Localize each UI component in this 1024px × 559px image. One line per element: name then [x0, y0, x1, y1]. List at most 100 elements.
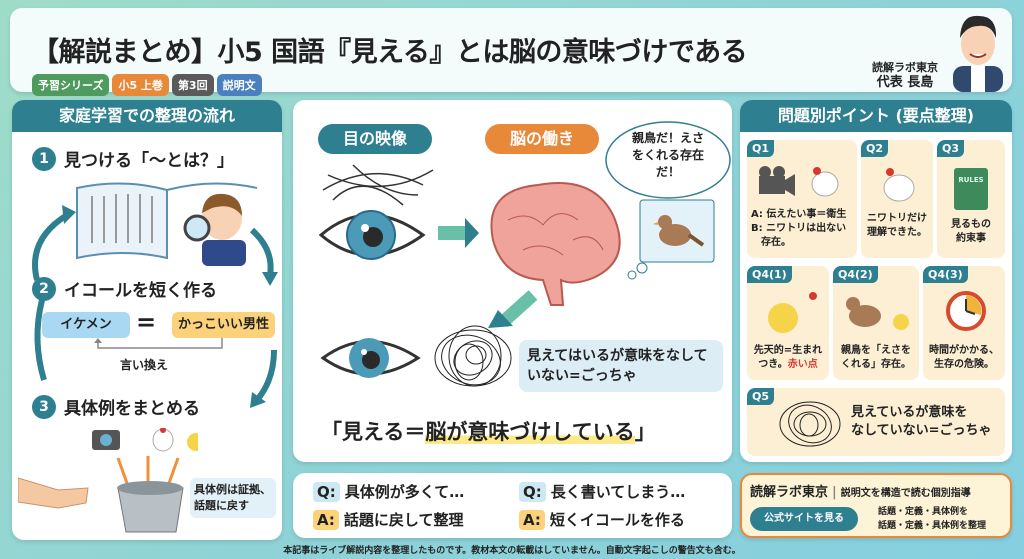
q-key: Q: — [313, 481, 340, 502]
eye-icon — [318, 210, 426, 260]
faq-answer-1: A:話題に戻して整理 — [313, 509, 463, 530]
a-text: 話題に戻して整理 — [343, 511, 464, 529]
tag-grade: 小5 上巻 — [112, 74, 169, 96]
bucket-examples-illustration — [18, 428, 198, 533]
scribble-lines — [322, 164, 434, 206]
tangled-scribble-icon — [779, 401, 841, 447]
card-q2: Q2 ニワトリだけ 理解できた。 — [861, 140, 933, 258]
rephrase-arrow — [94, 338, 223, 349]
org-name: 読解ラボ東京 — [872, 61, 938, 74]
step-1: 1 見つける「〜とは？」 — [32, 146, 234, 171]
promo-tagline: 説明文を構造で読む個別指導 — [840, 488, 971, 499]
promo-box: 読解ラボ東京|説明文を構造で読む個別指導 公式サイトを見る 話題・定義・具体例を… — [740, 473, 1012, 538]
card-text: 見るもの 約束事 — [951, 219, 991, 244]
q-key: Q: — [519, 481, 546, 502]
home-study-title: 家庭学習での整理の流れ — [12, 100, 282, 132]
a-key: A: — [519, 509, 545, 530]
presenter-info: 読解ラボ東京 代表 長島 — [872, 60, 938, 90]
step-number: 1 — [32, 146, 56, 171]
arrow-right-icon — [438, 218, 479, 248]
question-points-title: 問題別ポイント (要点整理) — [740, 100, 1012, 132]
card-label: Q5 — [747, 388, 775, 405]
thought-text: 親鳥だ！えさをくれる存在だ！ — [631, 131, 704, 179]
tag-lesson: 第3回 — [171, 74, 214, 96]
conclusion-prefix: 「見える＝ — [321, 420, 426, 444]
card-text: ニワトリだけ 理解できた。 — [867, 213, 927, 238]
brain-function-label: 脳の働き — [485, 124, 599, 154]
promo-line-2: 話題・定義・具体例を整理 — [878, 521, 987, 531]
chicken-icon — [883, 168, 915, 202]
card-label: Q3 — [937, 140, 965, 157]
brain-icon — [490, 182, 621, 306]
card-text: 時間がかかる、 生存の危険。 — [929, 345, 999, 370]
q-text: 長く書いてしまう… — [550, 483, 686, 501]
cycle-arrows — [32, 205, 278, 408]
card-text-main: 先天的=生まれ つき。 — [753, 345, 823, 370]
concept-illustration — [318, 121, 731, 387]
rephrase-caption: 言い換え — [120, 358, 169, 372]
conclusion-suffix: 」 — [634, 420, 656, 444]
equation-right: かっこいい男性 — [172, 312, 275, 338]
a-key: A: — [313, 509, 339, 530]
card-text: 先天的=生まれ つき。赤い点 — [747, 344, 829, 372]
clock-icon — [946, 291, 986, 331]
example-note: 具体例は証拠、話題に戻す — [190, 478, 276, 518]
thought-bubble — [605, 121, 731, 280]
tangled-scribble — [434, 325, 512, 387]
card-label: Q4(3) — [923, 266, 968, 283]
tag-genre: 説明文 — [216, 74, 262, 96]
book-and-student-illustration — [76, 182, 258, 266]
faq-box: Q:具体例が多くて… A:話題に戻して整理 Q:長く書いてしまう… A:短くイコ… — [293, 473, 732, 538]
chick-red-dot-icon — [768, 292, 817, 333]
confusion-callout: 見えてはいるが意味をなしていない=ごっちゃ — [519, 340, 723, 392]
promo-brand: 読解ラボ東京 — [750, 485, 829, 500]
card-text: 見えているが意味を なしていない=ごっちゃ — [851, 405, 992, 438]
red-dot-highlight: 赤い点 — [787, 359, 818, 370]
step-label: 見つける「〜とは？」 — [64, 151, 234, 171]
a-text: 短くイコールを作る — [549, 511, 685, 529]
card-label: Q2 — [861, 140, 889, 157]
card-text: 親鳥を「えさを くれる」存在。 — [841, 345, 911, 370]
q-text: 具体例が多くて… — [344, 483, 465, 501]
question-points-panel: 問題別ポイント (要点整理) Q1 A: 伝えたい事＝衛生 B: ニワトリは出な… — [740, 100, 1012, 462]
step-number: 2 — [32, 276, 56, 301]
equation-sign: = — [136, 308, 157, 336]
footer-disclaimer: 本記事はライブ解説内容を整理したものです。教材本文の転載はしていません。自動文字… — [283, 546, 741, 556]
eye-image-label: 目の映像 — [318, 124, 432, 154]
parent-bird-and-chick-icon — [846, 297, 909, 330]
card-q4-2: Q4(2) 親鳥を「えさを くれる」存在。 — [833, 266, 919, 380]
promo-heading: 読解ラボ東京|説明文を構造で読む個別指導 — [750, 485, 971, 500]
card-label: Q4(1) — [747, 266, 792, 283]
arrow-down-left-icon — [488, 290, 538, 328]
camera-and-chicken-icon — [759, 166, 839, 197]
promo-line-1: 話題・定義・具体例を — [878, 507, 969, 517]
card-label: Q4(2) — [833, 266, 878, 283]
faq-question-1: Q:具体例が多くて… — [313, 481, 464, 502]
eye-icon-small — [320, 338, 421, 378]
faq-question-2: Q:長く書いてしまう… — [519, 481, 685, 502]
card-q3: Q3 RULES 見るもの 約束事 — [937, 140, 1005, 258]
promo-details: 話題・定義・具体例を話題・定義・具体例を整理 — [878, 505, 986, 533]
conclusion-text: 「見える＝脳が意味づけしている」 — [321, 416, 656, 446]
card-q4-3: Q4(3) 時間がかかる、 生存の危険。 — [923, 266, 1005, 380]
card-q4-1: Q4(1) 先天的=生まれ つき。赤い点 — [747, 266, 829, 380]
faq-answer-2: A:短くイコールを作る — [519, 509, 685, 530]
page-title: 【解説まとめ】小5 国語『見える』とは脳の意味づけである — [32, 37, 748, 68]
card-q1: Q1 A: 伝えたい事＝衛生 B: ニワトリは出ない 存在。 — [747, 140, 857, 258]
presenter-name: 代表 長島 — [876, 75, 934, 90]
rules-book-icon: RULES — [954, 168, 988, 210]
tag-list: 予習シリーズ小5 上巻第3回説明文 — [32, 74, 265, 96]
concept-panel: 目の映像 脳の働き 親鳥だ！えさをくれる存在だ！ 見えてはいるが意味をなしていな… — [293, 100, 732, 462]
header-banner: 【解説まとめ】小5 国語『見える』とは脳の意味づけである 予習シリーズ小5 上巻… — [10, 8, 1012, 96]
card-text: A: 伝えたい事＝衛生 B: ニワトリは出ない 存在。 — [751, 209, 847, 248]
official-site-button[interactable]: 公式サイトを見る — [750, 507, 858, 531]
equation-left: イケメン — [42, 312, 130, 338]
card-q5: Q5 見えているが意味を なしていない=ごっちゃ — [747, 388, 1005, 456]
step-label: 具体例をまとめる — [64, 399, 200, 419]
bird-picture — [639, 199, 715, 263]
tag-series: 予習シリーズ — [32, 74, 110, 96]
presenter-avatar — [953, 15, 1003, 92]
